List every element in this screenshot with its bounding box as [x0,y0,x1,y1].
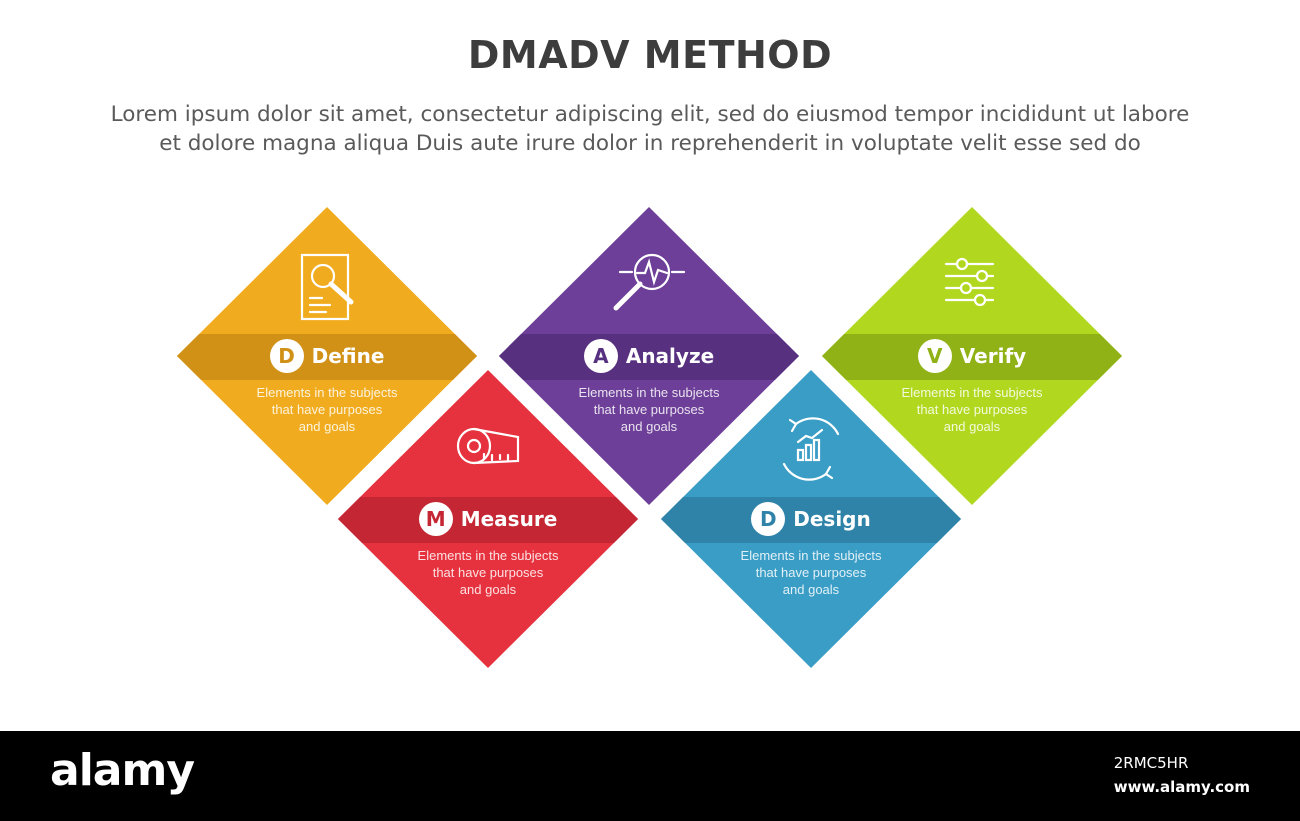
desc-line: and goals [943,419,1001,434]
desc-line: that have purposes [432,565,544,580]
step-verify-description: Elements in the subjects that have purpo… [862,384,1082,435]
step-verify-badge: V [917,339,952,373]
desc-line: and goals [782,582,840,597]
sliders-icon [944,257,995,307]
step-analyze-diamond [499,207,799,505]
desc-line: Elements in the subjects [578,385,720,400]
step-verify-diamond [822,207,1122,505]
step-measure-label: M Measure [378,499,598,539]
step-measure-description: Elements in the subjects that have purpo… [378,547,598,598]
document-search-icon [300,253,354,321]
desc-line: that have purposes [593,402,705,417]
subtitle-line-1: Lorem ipsum dolor sit amet, consectetur … [110,102,1190,127]
step-define-label: D Define [217,336,437,376]
step-analyze-text: A Analyze Elements in the subjects that … [539,336,759,435]
chart-cycle-icon [782,417,840,481]
step-measure-text: M Measure Elements in the subjects that … [378,499,598,598]
step-define-diamond [177,207,477,505]
step-verify-name: Verify [959,344,1027,368]
measuring-tape-icon [456,427,520,465]
verify-label-band [822,334,1122,380]
page-title: DMADV METHOD [467,33,833,77]
step-design-name: Design [793,507,871,531]
stock-info: 2RMC5HR www.alamy.com [1114,751,1250,799]
desc-line: Elements in the subjects [417,548,559,563]
analyze-label-band [499,334,799,380]
desc-line: and goals [459,582,517,597]
desc-line: that have purposes [271,402,383,417]
step-measure-diamond [338,370,638,668]
dmadv-diagram [177,207,1122,668]
step-analyze-name: Analyze [625,344,715,368]
step-define-description: Elements in the subjects that have purpo… [217,384,437,435]
subtitle-line-2: et dolore magna aliqua Duis aute irure d… [159,131,1141,156]
watermark-footer: alamy 2RMC5HR www.alamy.com [0,731,1300,821]
step-verify-label: V Verify [862,336,1082,376]
brand-logo: alamy [50,745,195,796]
step-define-text: D Define Elements in the subjects that h… [217,336,437,435]
step-measure-name: Measure [460,507,558,531]
step-design-text: D Design Elements in the subjects that h… [701,499,921,598]
desc-line: Elements in the subjects [740,548,882,563]
desc-line: that have purposes [755,565,867,580]
magnifier-analysis-icon [613,253,686,311]
step-analyze-label: A Analyze [539,336,759,376]
step-design-label: D Design [701,499,921,539]
step-define-name: Define [311,344,385,368]
desc-line: and goals [298,419,356,434]
measure-label-band [338,497,638,543]
step-analyze-description: Elements in the subjects that have purpo… [539,384,759,435]
step-design-description: Elements in the subjects that have purpo… [701,547,921,598]
desc-line: and goals [620,419,678,434]
desc-line: Elements in the subjects [256,385,398,400]
desc-line: Elements in the subjects [901,385,1043,400]
step-design-diamond [661,370,961,668]
desc-line: that have purposes [916,402,1028,417]
design-label-band [661,497,961,543]
site-url: www.alamy.com [1113,778,1250,796]
image-id: 2RMC5HR [1113,754,1189,772]
step-define-badge: D [269,339,304,373]
step-verify-text: V Verify Elements in the subjects that h… [862,336,1082,435]
define-label-band [177,334,477,380]
step-measure-badge: M [418,502,453,536]
subtitle: Lorem ipsum dolor sit amet, consectetur … [40,100,1260,158]
step-analyze-badge: A [583,339,618,373]
step-design-badge: D [751,502,786,536]
